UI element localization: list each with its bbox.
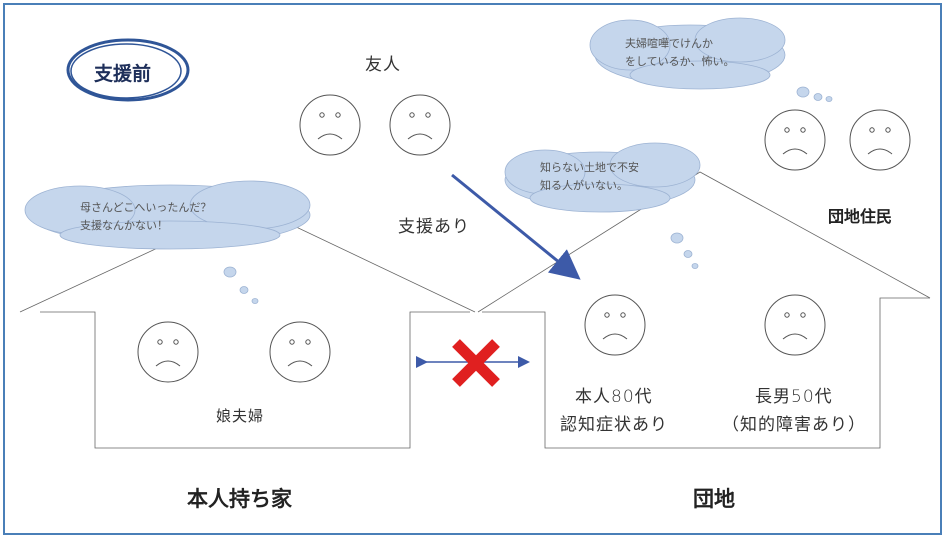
son-face (764, 294, 826, 356)
couple-face-1 (137, 321, 199, 383)
son-label-line2: （知的障害あり） (722, 415, 866, 435)
right-house-caption: 団地 (693, 487, 735, 511)
son-label-line1: 長男50代 (755, 387, 833, 407)
bubble-self-line1: 知らない土地で不安 (540, 161, 639, 174)
friend-face-2 (389, 94, 451, 156)
bubble-family-line2: 支援なんかない！ (80, 219, 168, 232)
bubble-residents (589, 17, 833, 102)
couple-face-2 (269, 321, 331, 383)
couple-label: 娘夫婦 (216, 407, 265, 425)
friends-label: 友人 (365, 55, 401, 75)
residents-label: 団地住民 (828, 207, 893, 226)
bubble-self (504, 142, 701, 269)
resident-face-2 (849, 109, 911, 171)
bubble-residents-line1: 夫婦喧嘩でけんか (625, 37, 713, 50)
self-label-line2: 認知症状あり (560, 415, 668, 435)
bubble-residents-line2: をしているか、怖い。 (625, 55, 735, 68)
bubble-family-line1: 母さんどこへいったんだ？ (80, 201, 212, 214)
self-label-line1: 本人80代 (575, 387, 653, 407)
support-arrow (451, 173, 581, 280)
bubble-family (24, 180, 311, 304)
support-label: 支援あり (398, 217, 470, 237)
badge-oval (66, 38, 190, 102)
left-house-caption: 本人持ち家 (187, 487, 292, 511)
badge-label: 支援前 (94, 63, 152, 85)
self-face (584, 294, 646, 356)
resident-face-1 (764, 109, 826, 171)
cross-mark (452, 339, 500, 387)
bubble-self-line2: 知る人がいない。 (540, 179, 628, 192)
friend-face-1 (299, 94, 361, 156)
